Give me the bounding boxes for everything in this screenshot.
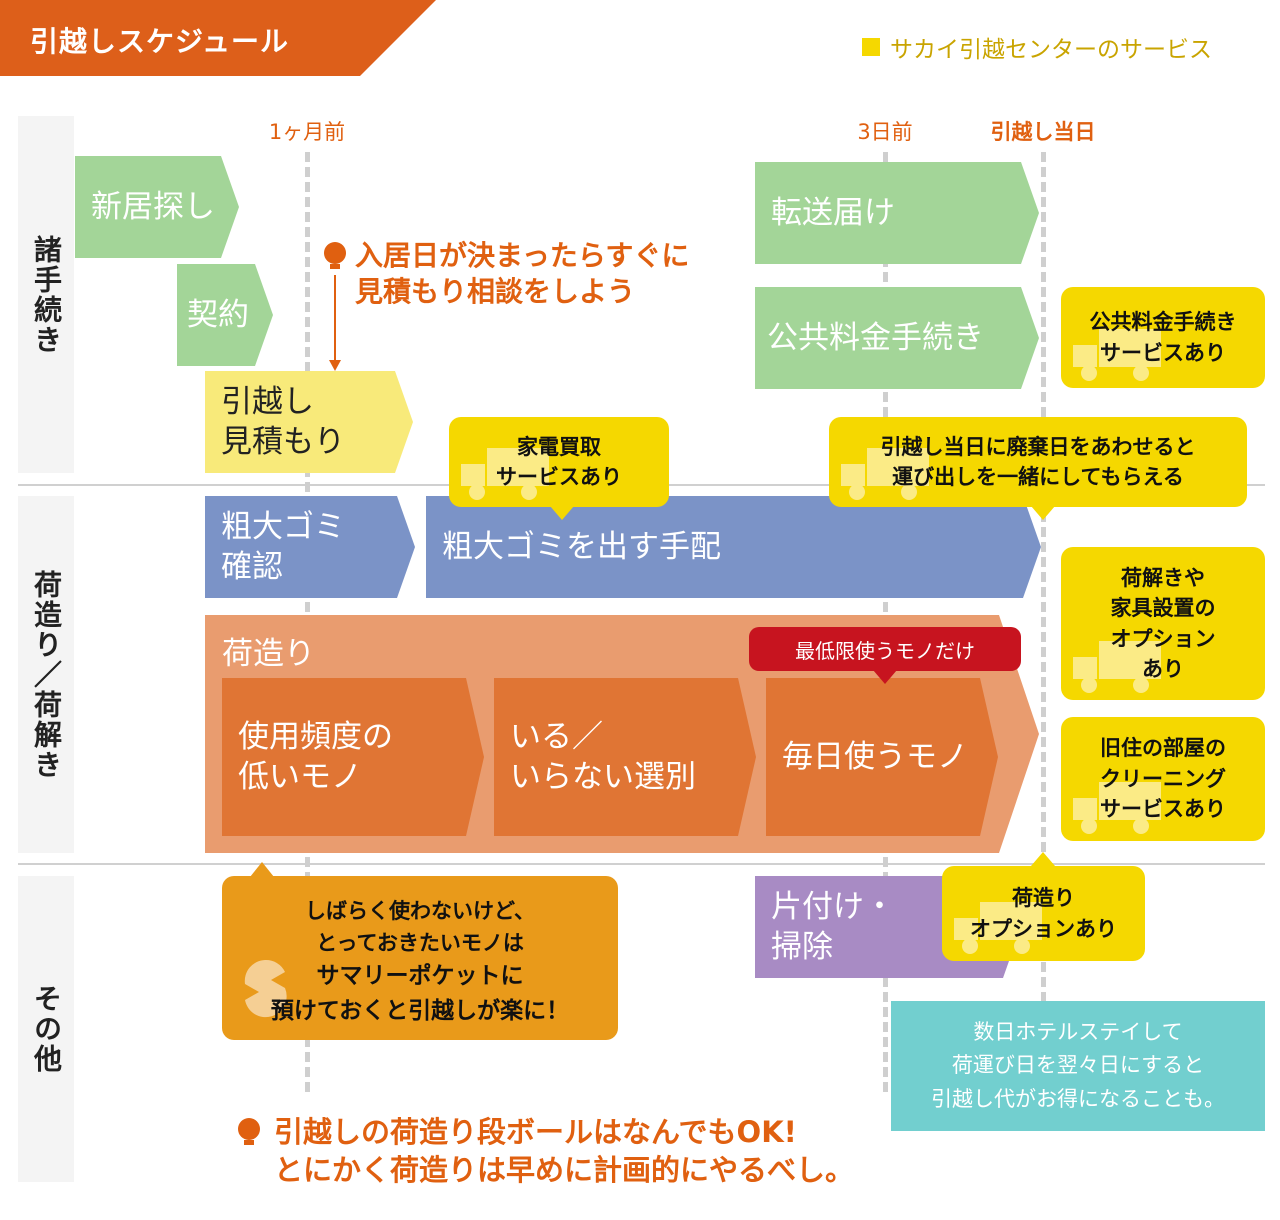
service-line: サービスあり [1100, 797, 1226, 822]
section-label: その他 [30, 984, 63, 1074]
badge-text: 最低限使うモノだけ [795, 638, 975, 663]
pointer [550, 506, 574, 520]
estimate-tip: 入居日が決まったらすぐに見積もり相談をしよう [355, 238, 689, 311]
section-other: その他 [18, 876, 74, 1182]
service-line: 家具設置の [1110, 596, 1216, 621]
section-label: 諸手続き [30, 234, 63, 355]
step-label: 確認 [221, 549, 283, 585]
timeline-line [1041, 152, 1046, 1092]
service-packing: 荷造りオプションあり [942, 866, 1145, 961]
pointer [250, 862, 274, 877]
divider [18, 863, 1265, 865]
truck-icon [461, 448, 549, 500]
service-line: クリーニング [1100, 766, 1226, 791]
step-label: 掃除 [771, 929, 833, 965]
service-line: サービスあり [496, 465, 622, 489]
pointer [1031, 506, 1055, 520]
tip-line: 見積もり相談をしよう [355, 275, 636, 309]
page-title: 引越しスケジュール [0, 0, 436, 76]
service-line: 運び出しを一緒にしてもらえる [892, 465, 1184, 489]
summary-pocket-note: しばらく使わないけど、 とっておきたいモノは サマリーポケットに 預けておくと引… [222, 876, 618, 1040]
service-appliance: 家電買取サービスあり [449, 417, 669, 507]
box-tip: 引越しの荷造り段ボールはなんでもOK!とにかく荷造りは早めに計画的にやるべし。 [274, 1114, 854, 1189]
pointer [1031, 852, 1055, 866]
service-disposal: 引越し当日に廃棄日をあわせると運び出しを一緒にしてもらえる [829, 417, 1247, 507]
service-utilities: 公共料金手続きサービスあり [1061, 287, 1265, 388]
step-label: 使用頻度の [238, 718, 393, 755]
legend-swatch [862, 38, 880, 56]
tip-line: とにかく荷造りは早めに計画的にやるべし。 [274, 1152, 855, 1187]
service-cleaning: 旧住の部屋のクリーニングサービスあり [1061, 717, 1265, 841]
lightbulb-icon [238, 1118, 260, 1145]
service-line: オプションあり [970, 916, 1117, 941]
truck-icon [954, 902, 1042, 954]
summary-pocket-logo [244, 959, 287, 1018]
step-daily: 毎日使うモノ [766, 678, 998, 836]
note-line: とっておきたいモノは [316, 930, 524, 955]
tip-line: 入居日が決まったらすぐに [355, 239, 690, 272]
hotel-note: 数日ホテルステイして 荷運び日を翌々日にすると 引越し代がお得になることも。 [891, 1001, 1265, 1131]
step-contract: 契約 [177, 264, 273, 366]
service-line: 家電買取 [517, 434, 601, 459]
service-line: 引越し当日に廃棄日をあわせると [880, 434, 1196, 459]
service-line: 旧住の部屋の [1100, 736, 1226, 761]
packing-label: 荷造り [222, 636, 315, 672]
step-rarely-used: 使用頻度の低いモノ [222, 678, 484, 836]
truck-icon [1073, 782, 1161, 834]
note-line: 引越し代がお得になることも。 [931, 1086, 1225, 1111]
service-line: サービスあり [1100, 340, 1226, 365]
step-sort: いる／ いらない選別 [494, 678, 756, 836]
section-label: 荷造り／荷解き [30, 569, 63, 780]
step-label: 引越し [221, 383, 314, 420]
step-estimate: 引越し見積もり [205, 371, 413, 473]
service-line: あり [1142, 656, 1184, 681]
step-bulky-dispose: 粗大ゴミを出す手配 [426, 496, 1041, 598]
note-line: 預けておくと引越しが楽に！ [270, 997, 570, 1024]
service-unpack: 荷解きや家具設置のオプションあり [1061, 547, 1265, 700]
note-line: しばらく使わないけど、 [305, 899, 535, 923]
tip-line: 引越しの荷造り段ボールはなんでもOK! [274, 1115, 797, 1149]
legend: サカイ引越センターのサービス [862, 30, 1212, 64]
step-forwarding: 転送届け [755, 162, 1039, 264]
column-moving-day: 引越し当日 [990, 120, 1096, 144]
truck-icon [1073, 641, 1161, 693]
service-line: 荷解きや [1121, 565, 1205, 590]
note-line: サマリーポケットに [316, 963, 524, 989]
step-label: 見積もり [221, 424, 345, 460]
column-3-days: 3日前 [857, 120, 913, 144]
daily-label-badge: 最低限使うモノだけ [749, 627, 1021, 671]
service-line: 公共料金手続き [1089, 310, 1237, 335]
step-utilities: 公共料金手続き [755, 287, 1039, 389]
service-line: オプション [1110, 626, 1216, 651]
step-house-search: 新居探し [75, 156, 239, 258]
legend-label: サカイ引越センターのサービス [890, 37, 1212, 63]
step-cleanup: 片付け・掃除 [755, 876, 1021, 978]
column-1-month: 1ヶ月前 [268, 120, 346, 144]
truck-icon [1073, 329, 1161, 381]
badge-pointer [873, 670, 897, 684]
section-procedures: 諸手続き [18, 116, 74, 473]
step-label: いる／ [510, 718, 603, 755]
step-label: 低いモノ [238, 759, 362, 795]
step-label: いらない選別 [510, 759, 696, 795]
truck-icon [841, 448, 929, 500]
service-line: 荷造り [1012, 886, 1075, 911]
step-label: 粗大ゴミ [221, 508, 345, 545]
lightbulb-icon [324, 242, 346, 371]
note-line: 数日ホテルステイして [973, 1019, 1183, 1044]
step-label: 片付け・ [771, 888, 895, 925]
step-bulky-check: 粗大ゴミ確認 [205, 496, 415, 598]
note-line: 荷運び日を翌々日にすると [951, 1053, 1205, 1078]
section-packing: 荷造り／荷解き [18, 496, 74, 853]
